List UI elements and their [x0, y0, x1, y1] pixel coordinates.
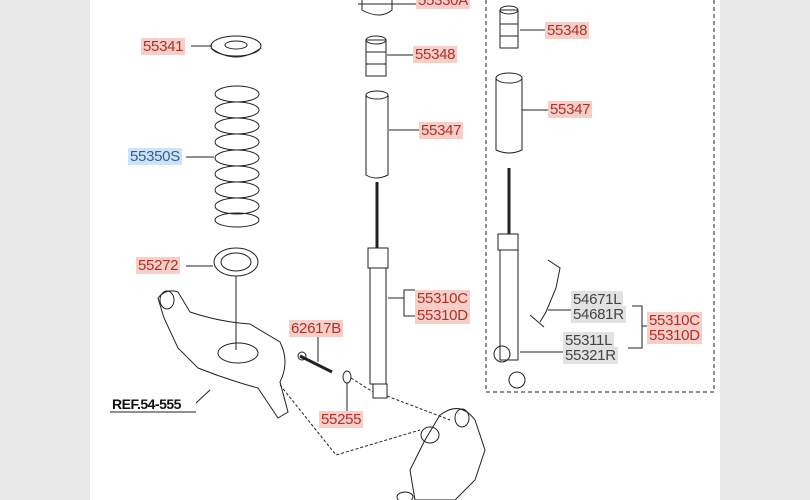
bolt-62617B: [297, 351, 333, 374]
part-label-55310D-center[interactable]: 55310D: [415, 307, 470, 324]
part-label-55310C-center[interactable]: 55310C: [415, 290, 470, 307]
bump-stop-right: [499, 5, 519, 49]
part-label-55310D-right[interactable]: 55310D: [647, 327, 702, 344]
rear-knuckle: [396, 408, 486, 500]
part-label-62617B[interactable]: 62617B: [289, 320, 343, 337]
bump-stop-center: [365, 35, 387, 77]
part-label-55321R[interactable]: 55321R: [563, 347, 618, 364]
part-label-55347-right[interactable]: 55347: [548, 101, 593, 118]
part-label-54681R[interactable]: 54681R: [571, 306, 626, 323]
part-label-55311L[interactable]: 55311L: [563, 332, 615, 349]
part-label-55348-center[interactable]: 55348: [413, 46, 458, 63]
parts-diagram: 55330A 55341 55348 55348 55347 55347 553…: [90, 0, 720, 500]
part-label-55255[interactable]: 55255: [319, 411, 364, 428]
optional-assembly-box: [485, 0, 715, 393]
part-label-55330A[interactable]: 55330A: [416, 0, 470, 9]
part-label-55347-center[interactable]: 55347: [419, 122, 464, 139]
spring-seat-lower: [213, 247, 259, 277]
reference-label[interactable]: REF.54-555: [112, 396, 181, 412]
part-label-55350S[interactable]: 55350S: [128, 148, 182, 165]
wheel-speed-sensor: [529, 259, 561, 328]
lower-control-arm: [157, 290, 289, 419]
dust-cover-center: [365, 90, 389, 179]
washer-55255: [342, 370, 352, 384]
part-label-55341[interactable]: 55341: [141, 38, 186, 55]
part-label-55348-right[interactable]: 55348: [545, 22, 590, 39]
exploded-view-drawing: [110, 0, 715, 500]
ref-arrow: [195, 389, 211, 404]
shock-absorber-center: [367, 182, 389, 399]
dust-cover-right: [495, 72, 523, 154]
coil-spring: [214, 85, 260, 228]
part-label-55310C-right[interactable]: 55310C: [647, 312, 702, 329]
top-mount-part: [358, 0, 398, 16]
shock-absorber-right: [493, 168, 526, 389]
part-label-55272[interactable]: 55272: [136, 257, 181, 274]
spring-seat-upper: [210, 35, 262, 58]
part-label-54671L[interactable]: 54671L: [571, 291, 624, 308]
